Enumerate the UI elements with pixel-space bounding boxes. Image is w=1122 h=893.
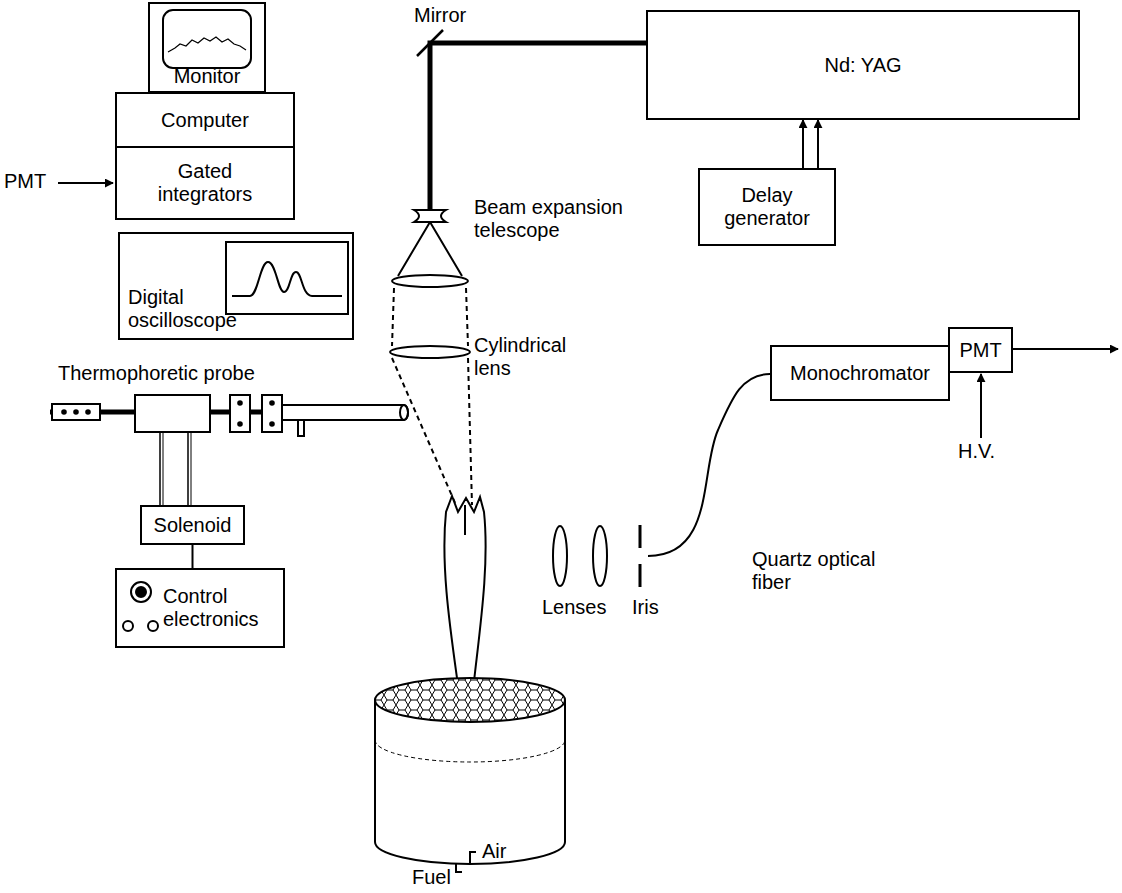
optical-fiber bbox=[648, 374, 770, 556]
probe-label: Thermophoretic probe bbox=[58, 362, 255, 385]
output-arrow bbox=[1013, 348, 1118, 350]
signal-arrow bbox=[58, 182, 113, 184]
hv-label: H.V. bbox=[958, 440, 995, 463]
button bbox=[123, 621, 133, 631]
beam-dashed bbox=[392, 288, 468, 346]
connector bbox=[802, 120, 804, 168]
node-text: Control electronics bbox=[163, 585, 275, 631]
node-text: Computer bbox=[161, 109, 249, 132]
monitor-screen bbox=[163, 10, 251, 68]
iris bbox=[639, 525, 642, 587]
probe-tab bbox=[298, 420, 304, 436]
probe-clamp bbox=[230, 395, 250, 432]
fiber-label: Quartz optical fiber bbox=[752, 548, 877, 594]
oscilloscope-screen bbox=[226, 242, 348, 314]
monitor-box: Monitor bbox=[148, 2, 266, 93]
beam-sheet bbox=[392, 358, 472, 505]
connector bbox=[817, 120, 819, 168]
probe-clamp bbox=[262, 395, 282, 432]
burner-body bbox=[375, 700, 565, 864]
screen-trace bbox=[168, 37, 246, 52]
delay-box: Delay generator bbox=[698, 168, 836, 246]
node-text: Monitor bbox=[174, 65, 241, 88]
solenoid-wires bbox=[160, 432, 188, 505]
probe-tip bbox=[400, 405, 408, 420]
mirror-label: Mirror bbox=[414, 4, 466, 27]
beam-cone bbox=[398, 222, 462, 276]
node-text: Delay generator bbox=[712, 184, 822, 230]
pmt-box: PMT bbox=[948, 327, 1013, 373]
solenoid-wires bbox=[163, 432, 191, 505]
node-text: Digital oscilloscope bbox=[128, 286, 250, 332]
detector-label: PMT bbox=[4, 170, 46, 193]
probe-end bbox=[52, 404, 100, 420]
button bbox=[148, 621, 158, 631]
oscilloscope-box: Digital oscilloscope bbox=[118, 232, 354, 340]
monochromator-box: Monochromator bbox=[770, 345, 950, 401]
air-label: Air bbox=[482, 840, 506, 863]
lens bbox=[553, 526, 567, 586]
node-text: Gated integrators bbox=[145, 160, 265, 206]
solenoid-box: Solenoid bbox=[140, 505, 245, 545]
signal-trace bbox=[232, 262, 342, 296]
concave-lens bbox=[414, 210, 446, 222]
knob bbox=[136, 587, 146, 597]
probe-actuator bbox=[135, 395, 210, 432]
laser-beam bbox=[430, 43, 646, 210]
telescope-label: Beam expansion telescope bbox=[474, 196, 624, 242]
control-box: Control electronics bbox=[115, 568, 285, 648]
hv-arrow bbox=[980, 374, 982, 438]
computer-box: Computer bbox=[115, 92, 295, 148]
integrator-box: Gated integrators bbox=[115, 146, 295, 220]
cylindrical-lens bbox=[390, 346, 470, 358]
node-text: Nd: YAG bbox=[824, 54, 901, 77]
node-text: Monochromator bbox=[790, 362, 930, 385]
convex-lens bbox=[392, 275, 468, 287]
lens-label: Cylindrical lens bbox=[474, 334, 586, 380]
gas-pipes bbox=[456, 852, 476, 872]
flame bbox=[444, 496, 485, 700]
knob bbox=[131, 582, 151, 602]
node-text: Solenoid bbox=[154, 514, 232, 537]
lenses-label: Lenses bbox=[542, 596, 607, 619]
flame-core bbox=[464, 505, 466, 535]
probe-tube bbox=[283, 405, 408, 420]
connector bbox=[192, 545, 194, 568]
fuel-label: Fuel bbox=[412, 866, 451, 889]
honeycomb-top bbox=[375, 678, 565, 722]
mirror bbox=[417, 30, 443, 56]
iris-label: Iris bbox=[632, 596, 659, 619]
burner-inner bbox=[375, 740, 565, 762]
laser-box: Nd: YAG bbox=[646, 10, 1080, 120]
node-text: PMT bbox=[959, 339, 1001, 362]
lens bbox=[593, 526, 607, 586]
